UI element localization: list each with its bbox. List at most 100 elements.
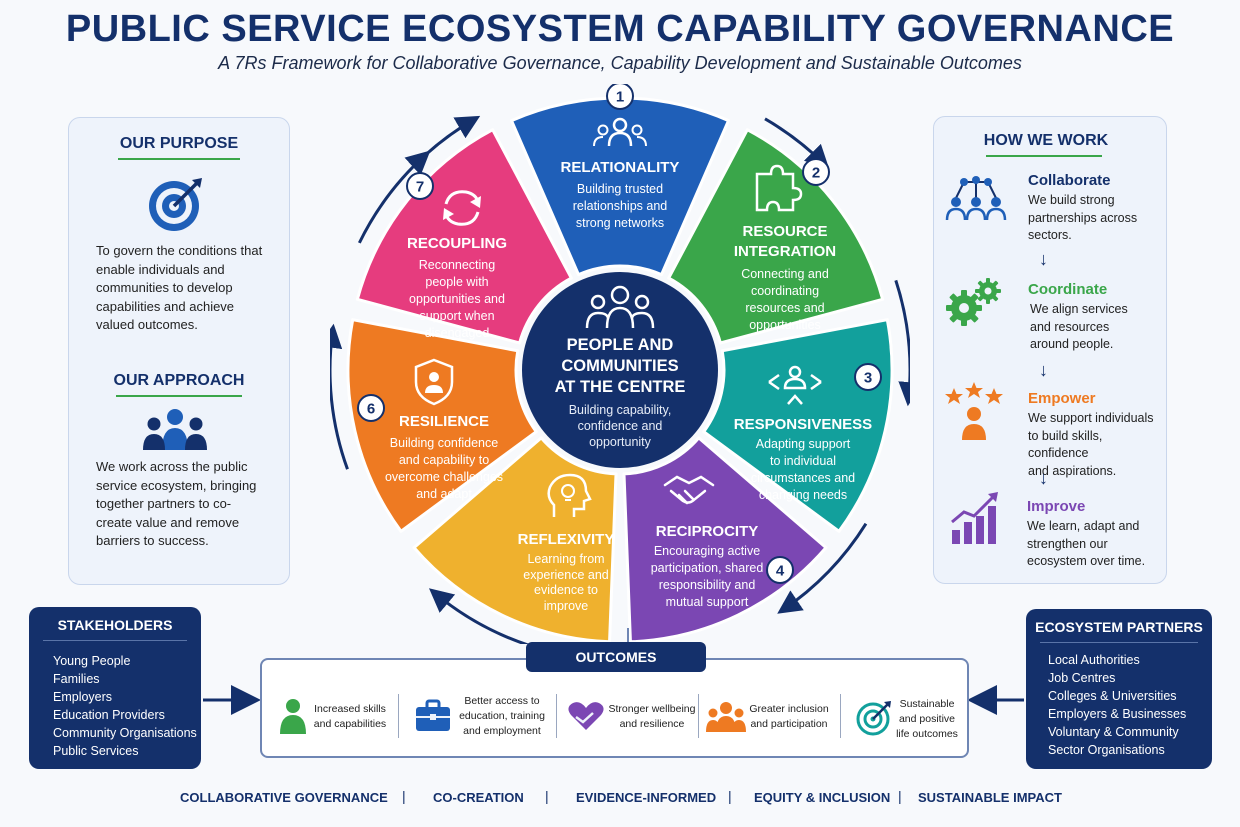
step-text-line: We learn, adapt and <box>1027 519 1140 533</box>
target-icon <box>856 701 891 736</box>
briefcase-icon <box>416 699 450 731</box>
segment-shape-relationality <box>509 96 731 277</box>
step-text-improve: We learn, adapt and strengthen our ecosy… <box>1027 518 1161 571</box>
step-title-collaborate: Collaborate <box>1028 172 1111 189</box>
segment-line: Learning from <box>527 552 605 566</box>
footer-separator: | <box>545 788 549 804</box>
centre-title-line: PEOPLE AND <box>566 336 674 354</box>
growth-chart-icon <box>951 492 998 544</box>
segment-shape-recoupling <box>355 128 573 345</box>
segment-line: mutual support <box>665 595 749 609</box>
step-text-line: We support individuals <box>1028 411 1154 425</box>
centre-desc-line: opportunity <box>589 435 651 449</box>
centre-desc-line: Building capability, <box>568 403 672 417</box>
list-item: Colleges & Universities <box>1048 689 1177 703</box>
page-subtitle: A 7Rs Framework for Collaborative Govern… <box>218 53 1022 73</box>
footer-separator: | <box>402 788 406 804</box>
how-we-work-heading-rule <box>986 155 1102 157</box>
step-text-line: to build skills, confidence <box>1028 428 1103 461</box>
segment-relationality: RELATIONALITY Building trusted relations… <box>545 158 695 232</box>
segment-line: improve <box>543 598 589 613</box>
outcome-line: Stronger wellbeing <box>608 703 696 715</box>
list-item: Employers & Businesses <box>1048 707 1187 721</box>
segment-title: RECIPROCITY <box>655 523 759 540</box>
segment-line: changing needs <box>758 488 848 502</box>
step-text-collaborate: We build strong partnerships across sect… <box>1028 192 1158 245</box>
step-title-improve: Improve <box>1027 498 1086 515</box>
segment-line: and capability to <box>398 453 490 467</box>
segment-title: RESILIENCE <box>398 413 489 430</box>
segment-number: 2 <box>812 165 820 182</box>
segment-number-badge: 7 <box>406 172 434 200</box>
cycle-arrow-icon <box>428 588 530 644</box>
segment-line: relationships and <box>572 199 668 213</box>
gears-icon <box>946 278 1001 326</box>
outcome-divider <box>556 694 557 738</box>
segment-number: 6 <box>367 401 375 418</box>
segment-line: participation, shared <box>650 561 764 575</box>
segment-number-badge: 4 <box>766 556 794 584</box>
outcomes-box <box>260 658 969 758</box>
segment-description: Reconnecting people with opportunities a… <box>384 257 530 342</box>
centre-description: Building capability, confidence and oppo… <box>540 402 700 450</box>
segment-line: to individual <box>769 454 836 468</box>
outcome-line: and capabilities <box>313 718 387 730</box>
segment-line: Reconnecting <box>418 258 496 272</box>
footer-separator: | <box>898 788 902 804</box>
step-text-line: strengthen our <box>1027 536 1108 551</box>
segment-number: 4 <box>776 563 785 580</box>
step-title-empower: Empower <box>1028 390 1096 407</box>
list-item: Families <box>53 672 100 686</box>
arrow-down-icon: ↓ <box>1039 360 1048 380</box>
segment-line: resources and <box>745 301 825 315</box>
segment-line: strong networks <box>575 216 665 230</box>
segment-line: overcome challenges <box>384 470 504 484</box>
segment-line: disengaged <box>424 326 490 340</box>
centre-desc-line: confidence and <box>577 419 663 433</box>
outcome-text: Greater inclusion and participation <box>746 702 832 732</box>
purpose-heading-rule <box>118 158 240 160</box>
how-we-work-heading: HOW WE WORK <box>983 132 1109 149</box>
outcome-divider <box>840 694 841 738</box>
footer-value-evidence-informed: EVIDENCE-INFORMED <box>576 790 717 805</box>
footer-value-sustainable-impact: SUSTAINABLE IMPACT <box>918 790 1062 805</box>
person-icon <box>280 699 306 734</box>
stakeholders-title: STAKEHOLDERS <box>57 617 173 633</box>
footer-separator: | <box>728 788 732 804</box>
step-text-line: We align services <box>1030 302 1128 316</box>
segment-line: Adapting support <box>755 437 851 451</box>
outcome-line: and participation <box>750 718 828 730</box>
segment-title: INTEGRATION <box>733 243 837 260</box>
how-we-work-panel <box>933 116 1167 584</box>
footer-value-equity-inclusion: EQUITY & INCLUSION <box>754 790 891 805</box>
outcome-line: and positive <box>898 713 956 725</box>
partners-title: ECOSYSTEM PARTNERS <box>1035 619 1203 635</box>
stakeholders-box <box>29 607 201 769</box>
puzzle-icon <box>755 164 803 212</box>
list-item: Voluntary & Community <box>1048 725 1179 739</box>
segment-title: RELATIONALITY <box>560 159 680 176</box>
segment-shape-resource-integration <box>667 128 885 345</box>
outcome-line: and resilience <box>619 718 685 730</box>
lightbulb-head-icon <box>547 473 592 517</box>
network-arrows-icon <box>768 365 822 405</box>
segment-line: support when <box>419 309 495 323</box>
segment-reflexivity: REFLEXIVITY Learning from experience and… <box>500 530 632 614</box>
segment-resilience: RESILIENCE Building confidence and capab… <box>372 412 516 503</box>
outcome-text: Stronger wellbeing and resilience <box>604 702 700 732</box>
segment-number: 3 <box>864 370 872 387</box>
outcome-line: Increased skills <box>314 703 386 715</box>
segment-description: Encouraging active participation, shared… <box>634 543 780 611</box>
segment-description: Adapting support to individual circumsta… <box>728 436 878 504</box>
stakeholders-rule <box>43 640 187 641</box>
step-text-empower: We support individuals to build skills, … <box>1028 410 1166 480</box>
approach-text: We work across the public service ecosys… <box>96 459 257 548</box>
segment-line: opportunities and <box>409 292 505 306</box>
list-item: Public Services <box>53 744 139 758</box>
purpose-heading: OUR PURPOSE <box>119 135 239 152</box>
segment-recoupling: RECOUPLING Reconnecting people with oppo… <box>384 234 530 342</box>
segment-number: 1 <box>616 89 624 106</box>
segment-line: experience and <box>523 567 609 582</box>
footer-value-collaborative-governance: COLLABORATIVE GOVERNANCE <box>180 790 388 805</box>
centre-circle <box>522 272 718 468</box>
